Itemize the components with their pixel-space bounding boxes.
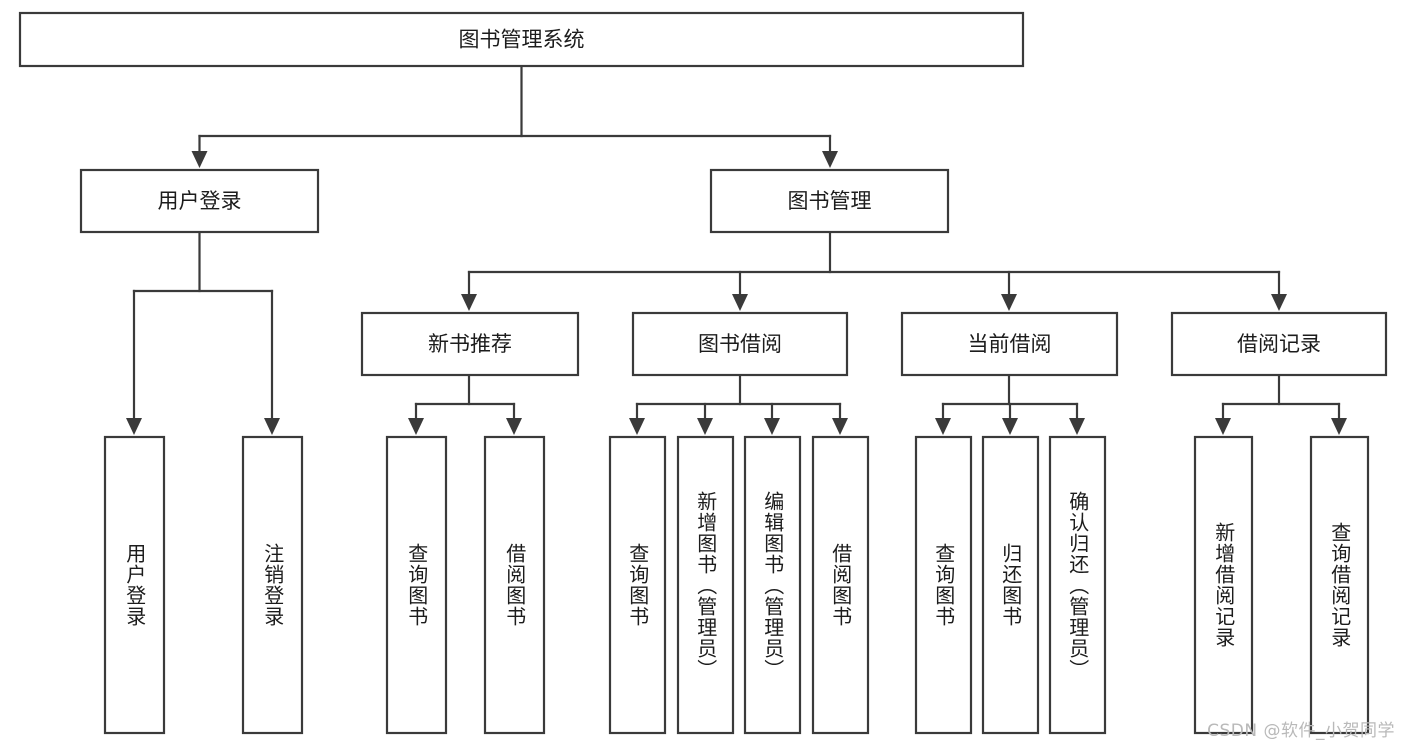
arrow-head-icon	[506, 418, 522, 435]
node-label: 当前借阅	[968, 332, 1052, 356]
arrow-head-icon	[629, 418, 645, 435]
arrow-head-icon	[1271, 294, 1287, 311]
node-box-leaf[interactable]	[385, 435, 448, 735]
arrow-head-icon	[764, 418, 780, 435]
arrow-head-icon	[264, 418, 280, 435]
arrow-head-icon	[1215, 418, 1231, 435]
node-box-leaf[interactable]	[241, 435, 304, 735]
node-box-root[interactable]	[18, 11, 1025, 68]
arrow-head-icon	[697, 418, 713, 435]
node-box-leaf[interactable]	[608, 435, 667, 735]
node-box-leaf[interactable]	[676, 435, 735, 735]
node-label: 借阅记录	[1237, 332, 1321, 356]
node-box-leaf[interactable]	[103, 435, 166, 735]
node-label: 新书推荐	[428, 332, 512, 356]
node-box-layer	[18, 11, 1388, 735]
arrow-head-icon	[408, 418, 424, 435]
arrow-head-icon	[732, 294, 748, 311]
arrow-head-icon	[126, 418, 142, 435]
node-box-leaf[interactable]	[1048, 435, 1107, 735]
arrow-head-icon	[1331, 418, 1347, 435]
arrow-head-icon	[832, 418, 848, 435]
node-label: 图书管理系统	[459, 28, 585, 52]
node-box-leaf[interactable]	[743, 435, 802, 735]
arrow-head-icon	[1001, 294, 1017, 311]
arrow-head-icon	[1069, 418, 1085, 435]
node-box-level3[interactable]	[631, 311, 849, 377]
node-label: 图书管理	[788, 189, 872, 213]
arrow-head-icon	[935, 418, 951, 435]
node-box-leaf[interactable]	[1193, 435, 1254, 735]
node-label: 用户登录	[158, 189, 242, 213]
arrowhead-layer	[126, 151, 1347, 435]
node-box-leaf[interactable]	[1309, 435, 1370, 735]
node-box-level2[interactable]	[79, 168, 320, 234]
node-box-level3[interactable]	[900, 311, 1119, 377]
arrow-head-icon	[191, 151, 208, 168]
node-box-leaf[interactable]	[914, 435, 973, 735]
arrow-head-icon	[1002, 418, 1018, 435]
node-box-leaf[interactable]	[981, 435, 1040, 735]
watermark-text: CSDN @软件_小贺同学	[1207, 721, 1395, 741]
node-box-level3[interactable]	[1170, 311, 1388, 377]
node-label: 图书借阅	[698, 332, 782, 356]
node-box-leaf[interactable]	[811, 435, 870, 735]
node-box-leaf[interactable]	[483, 435, 546, 735]
arrow-head-icon	[822, 151, 838, 168]
arrow-head-icon	[461, 294, 477, 311]
node-box-level2[interactable]	[709, 168, 950, 234]
node-box-level3[interactable]	[360, 311, 580, 377]
